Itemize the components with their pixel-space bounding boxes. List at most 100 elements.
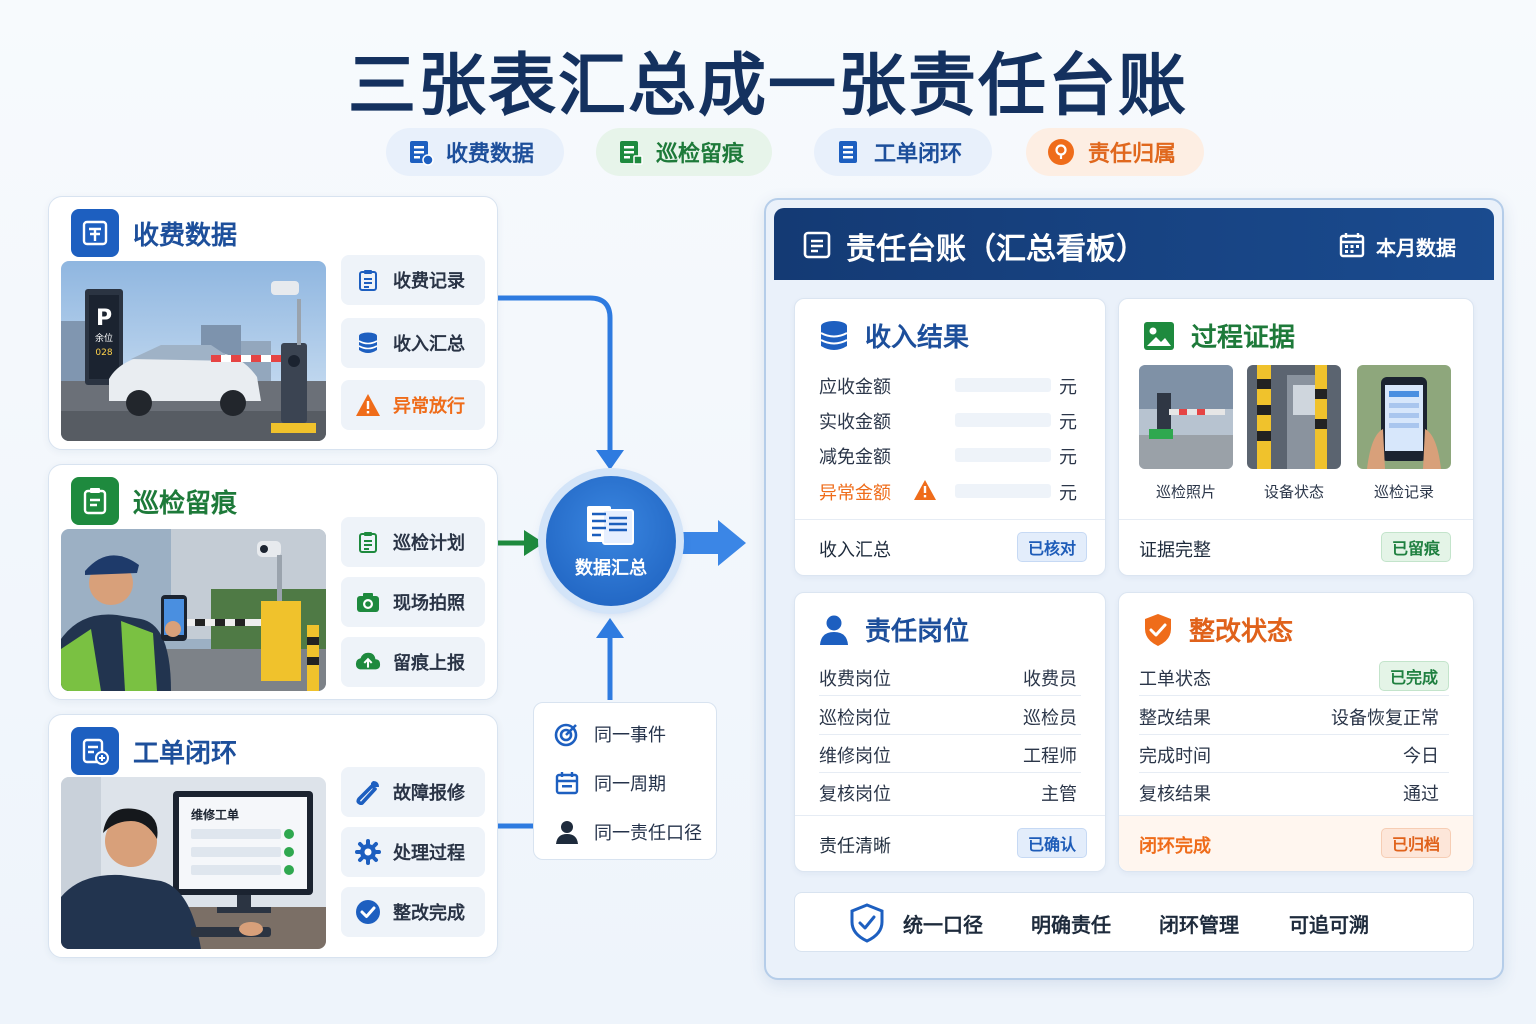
roles-status-tag[interactable]: 已确认 [1016, 828, 1087, 858]
data-hub[interactable]: 数据汇总 [546, 476, 676, 606]
inspector-photo [61, 529, 326, 691]
workorder-status-tag[interactable]: 已完成 [1378, 661, 1449, 691]
roles-panel: 责任岗位 收费岗位 收费员 巡检岗位 巡检员 维修岗位 工程师 复核岗位 主管 … [794, 592, 1106, 872]
criteria-label: 同一事件 [594, 725, 666, 746]
user-icon [556, 821, 578, 844]
value-placeholder-bar [955, 413, 1051, 427]
pill-label: 收费数据 [446, 142, 535, 167]
rectify-label: 完成时间 [1139, 746, 1211, 767]
page-title: 三张表汇总成一张责任台账 [347, 47, 1188, 126]
rectify-value: 通过 [1403, 784, 1439, 805]
workorder-title: 工单闭环 [133, 738, 238, 769]
workorder-item-report[interactable]: 故障报修 [341, 767, 485, 817]
parking-sign-number: 028 [95, 348, 112, 358]
warning-icon [914, 480, 936, 500]
role-label: 维修岗位 [819, 746, 891, 767]
cloud-upload-icon [355, 652, 381, 670]
sub-item-label: 巡检计划 [393, 533, 465, 554]
sub-item-label: 整改完成 [393, 903, 465, 924]
income-panel: 收入结果 应收金额 元 实收金额 元 减免金额 元 异常金额 元 收入汇总 已核… [794, 298, 1106, 576]
income-status-tag[interactable]: 已核对 [1016, 532, 1087, 562]
rectify-footer-label: 闭环完成 [1139, 836, 1211, 857]
rectify-panel: 整改状态 工单状态 已完成 整改结果 设备恢复正常 完成时间 今日 复核结果 通… [1118, 592, 1474, 872]
rectify-value: 设备恢复正常 [1331, 708, 1439, 729]
engineer-photo: 维修工单 [61, 777, 326, 949]
inspection-badge-icon [71, 477, 119, 525]
income-row-unit: 元 [1059, 412, 1077, 433]
evidence-status-tag[interactable]: 已留痕 [1380, 532, 1451, 562]
pill-workorder[interactable]: 工单闭环 [814, 128, 992, 176]
sub-item-label: 现场拍照 [393, 593, 465, 614]
billing-item-abnormal[interactable]: 异常放行 [341, 380, 485, 430]
role-value: 巡检员 [1023, 708, 1077, 729]
evidence-panel: 过程证据 巡检照片 设备状态 巡检记录 证据完整 已留痕 [1118, 298, 1474, 576]
billing-doc-icon [410, 141, 434, 166]
document-stack-icon [587, 506, 634, 545]
evidence-photo-caption: 巡检照片 [1155, 483, 1216, 501]
pill-inspection[interactable]: 巡检留痕 [596, 128, 772, 176]
income-title: 收入结果 [865, 323, 970, 353]
workorder-item-done[interactable]: 整改完成 [341, 887, 485, 937]
location-pin-icon [1048, 139, 1074, 165]
shield-check-icon [850, 903, 884, 943]
ledger-icon [803, 231, 831, 259]
sub-item-label: 故障报修 [393, 783, 465, 804]
person-icon [820, 615, 848, 645]
sub-item-label: 收入汇总 [393, 334, 465, 355]
evidence-photo-thumb[interactable] [1139, 365, 1233, 469]
pill-label: 工单闭环 [874, 142, 963, 167]
workorder-screen-title: 维修工单 [191, 807, 239, 822]
billing-card: 收费数据 P 余位 028 [48, 196, 498, 450]
criteria-label: 同一周期 [594, 774, 666, 795]
checklist-icon [359, 532, 377, 553]
pill-responsibility[interactable]: 责任归属 [1026, 128, 1204, 176]
inspection-item-upload[interactable]: 留痕上报 [341, 637, 485, 687]
income-row-unit: 元 [1059, 447, 1077, 468]
role-value: 收费员 [1023, 669, 1077, 690]
income-row-label: 实收金额 [819, 412, 891, 433]
summary-item: 统一口径 [903, 913, 983, 937]
criteria-box: 同一事件 同一周期 同一责任口径 [533, 702, 717, 860]
income-footer-label: 收入汇总 [819, 540, 891, 561]
income-row-unit: 元 [1059, 483, 1077, 504]
income-row-label: 应收金额 [819, 377, 891, 398]
summary-item: 明确责任 [1031, 913, 1111, 937]
dashboard-title: 责任台账（汇总看板） [846, 232, 1146, 267]
calendar-icon [1339, 233, 1365, 258]
rectify-status-tag[interactable]: 已归档 [1380, 828, 1451, 858]
value-placeholder-bar [955, 378, 1051, 392]
inspection-item-plan[interactable]: 巡检计划 [341, 517, 485, 567]
warning-icon [356, 394, 380, 416]
evidence-photo-thumb[interactable] [1247, 365, 1341, 469]
workorder-doc-icon [839, 141, 857, 163]
period-label[interactable]: 本月数据 [1376, 236, 1456, 260]
parking-gate-photo: P 余位 028 [61, 261, 326, 441]
evidence-footer: 证据完整 已留痕 [1119, 519, 1473, 575]
value-placeholder-bar [955, 484, 1051, 498]
role-value: 主管 [1041, 784, 1077, 805]
hub-label: 数据汇总 [575, 558, 647, 579]
rectify-label: 复核结果 [1139, 784, 1211, 805]
pill-billing[interactable]: 收费数据 [386, 128, 564, 176]
database-icon [358, 332, 378, 353]
summary-item: 可追可溯 [1289, 913, 1369, 937]
roles-footer: 责任清晰 已确认 [795, 815, 1105, 871]
inspection-doc-icon [620, 141, 643, 165]
summary-item: 闭环管理 [1159, 913, 1239, 937]
summary-bar: 统一口径 明确责任 闭环管理 可追可溯 [794, 892, 1474, 952]
workorder-item-process[interactable]: 处理过程 [341, 827, 485, 877]
billing-item-income[interactable]: 收入汇总 [341, 318, 485, 368]
billing-title: 收费数据 [133, 220, 238, 251]
role-label: 巡检岗位 [819, 708, 891, 729]
evidence-photo-thumb[interactable] [1357, 365, 1451, 469]
database-icon [820, 320, 848, 350]
parking-sign-letter: P [96, 306, 112, 331]
workorder-card: 工单闭环 维修工单 故障报修 处理过程 [48, 714, 498, 958]
responsibility-dashboard: 责任台账（汇总看板） 本月数据 收入结果 应收金额 元 实收金额 元 减免金额 … [764, 198, 1504, 980]
inspection-item-photo[interactable]: 现场拍照 [341, 577, 485, 627]
rectify-label: 工单状态 [1139, 669, 1211, 690]
calendar-icon [555, 772, 579, 795]
billing-item-record[interactable]: 收费记录 [341, 255, 485, 305]
sub-item-label: 留痕上报 [393, 653, 465, 674]
dashboard-header: 责任台账（汇总看板） 本月数据 [774, 208, 1494, 280]
